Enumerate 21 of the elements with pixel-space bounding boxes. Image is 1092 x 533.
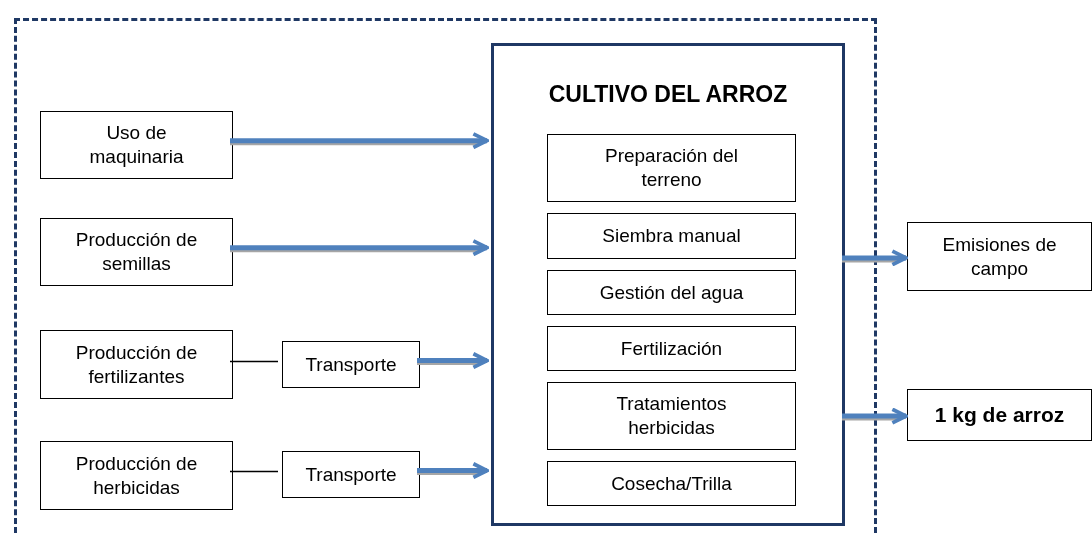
- input-box: Producción de fertilizantes: [40, 330, 233, 399]
- input-box: Producción de herbicidas: [40, 441, 233, 510]
- process-box: [491, 43, 845, 526]
- arrow: [417, 461, 489, 480]
- system-boundary: [14, 18, 877, 533]
- input-box: Producción de semillas: [40, 218, 233, 286]
- step-box: Cosecha/Trilla: [547, 461, 796, 506]
- process-title: CULTIVO DEL ARROZ: [547, 80, 789, 109]
- input-box: Transporte: [282, 451, 420, 498]
- step-box: Preparación del terreno: [547, 134, 796, 202]
- input-box: Uso de maquinaria: [40, 111, 233, 179]
- step-box: Gestión del agua: [547, 270, 796, 315]
- output-box: 1 kg de arroz: [907, 389, 1092, 441]
- arrow: [230, 131, 489, 150]
- step-box: Tratamientos herbicidas: [547, 382, 796, 450]
- arrow: [230, 238, 489, 257]
- step-box: Siembra manual: [547, 213, 796, 259]
- step-box: Fertilización: [547, 326, 796, 371]
- output-box: Emisiones de campo: [907, 222, 1092, 291]
- arrow: [417, 351, 489, 370]
- input-box: Transporte: [282, 341, 420, 388]
